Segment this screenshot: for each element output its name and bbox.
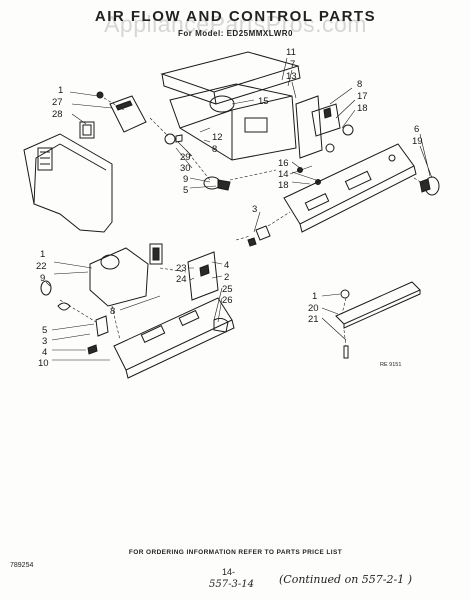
callout-label: 18 [278, 180, 289, 191]
callout-group-shelf: 1 20 21 [308, 291, 319, 325]
callout-label: 8 [357, 79, 362, 90]
callout-label: 10 [38, 358, 49, 369]
callout-label: 22 [36, 261, 47, 272]
callout-label: 8 [212, 144, 217, 155]
callout-label: 9 [40, 273, 45, 284]
callout-group-bottom-left: 5 3 4 10 [38, 325, 49, 369]
handwritten-page-ref: 557-3-14 [209, 579, 254, 590]
assembly-line-2 [59, 211, 291, 341]
callout-group-mid-center: 16 14 18 [278, 158, 289, 191]
callout-label: 8 [110, 306, 115, 317]
callout-group-right: 6 19 [412, 124, 423, 147]
callout-label: 3 [42, 336, 47, 347]
callout-group-top-b: 8 17 18 [357, 79, 368, 114]
callout-label: 6 [414, 124, 419, 135]
ordering-note: FOR ORDERING INFORMATION REFER TO PARTS … [128, 549, 343, 556]
assembly-line-3 [341, 177, 425, 347]
air-duct-cover[interactable] [160, 51, 301, 105]
callout-label: 1 [312, 291, 317, 302]
model-subtitle: For Model: ED25MMXLWR0 [177, 29, 293, 38]
liner-panel [23, 133, 113, 233]
callout-label: 9 [183, 174, 188, 185]
callout-label: 30 [180, 163, 191, 174]
callout-label: 29 [180, 152, 191, 163]
callout-label: 3 [252, 204, 257, 215]
callout-label: 23 [176, 263, 187, 274]
control-housing[interactable] [169, 83, 297, 161]
callout-label: 15 [258, 96, 269, 107]
thermostat-knob[interactable] [419, 176, 440, 196]
document-number: 789254 [10, 562, 34, 569]
light-bulb-and-knob[interactable] [164, 133, 231, 191]
control-panel-lower[interactable] [87, 297, 235, 379]
callout-group-upper-left: 1 27 28 [52, 85, 63, 120]
callout-label: 27 [52, 97, 63, 108]
leader-lines [45, 57, 433, 361]
page-number: 14- [222, 567, 236, 577]
callout-label: 4 [42, 347, 47, 358]
watermark-text: AppliancePartsPros.com [104, 11, 367, 37]
callout-label: 19 [412, 136, 423, 147]
callout-label: 5 [183, 185, 188, 196]
callout-label: 16 [278, 158, 289, 169]
lower-light-housing[interactable] [40, 243, 163, 311]
callout-label: 1 [40, 249, 45, 260]
callout-label: 14 [278, 169, 289, 180]
callout-label: 20 [308, 303, 319, 314]
thermostat-bracket[interactable] [187, 251, 229, 333]
callout-label: 12 [212, 132, 223, 143]
callout-label: 26 [222, 295, 233, 306]
wire-connector[interactable] [247, 225, 271, 247]
callout-label: 1 [58, 85, 63, 96]
callout-label: 18 [357, 103, 368, 114]
callout-group-lower-left: 1 22 9 [36, 249, 47, 284]
trim-strip[interactable] [335, 281, 421, 359]
damper-bracket[interactable] [295, 95, 354, 159]
callout-label: 21 [308, 314, 319, 325]
handwritten-continued-note: (Continued on 557-2-1 ) [279, 573, 412, 586]
light-socket-assembly[interactable] [79, 91, 147, 139]
callout-group-center: 15 12 8 [212, 96, 269, 155]
callout-group-lower-mid: 23 24 4 2 25 26 [176, 260, 233, 306]
callout-label: 25 [222, 284, 233, 295]
callout-group-top-a: 11 7 13 [286, 47, 297, 82]
callout-label: 2 [224, 272, 229, 283]
callout-label: 5 [42, 325, 47, 336]
callout-label: 17 [357, 91, 368, 102]
callout-label: 11 [286, 47, 296, 58]
callout-label: 4 [224, 260, 229, 271]
callout-label: 24 [176, 274, 187, 285]
callout-label: 7 [290, 59, 295, 70]
control-panel-upper[interactable] [283, 143, 417, 233]
callout-label: 13 [286, 71, 297, 82]
callout-label: 28 [52, 109, 63, 120]
diagram-title: AIR FLOW AND CONTROL PARTS [94, 8, 377, 25]
reference-code: RE 9151 [380, 362, 402, 368]
screws-and-clips[interactable] [289, 165, 321, 185]
assembly-line-1 [103, 97, 277, 181]
callout-group-mid-left: 29 30 9 5 [180, 152, 191, 196]
